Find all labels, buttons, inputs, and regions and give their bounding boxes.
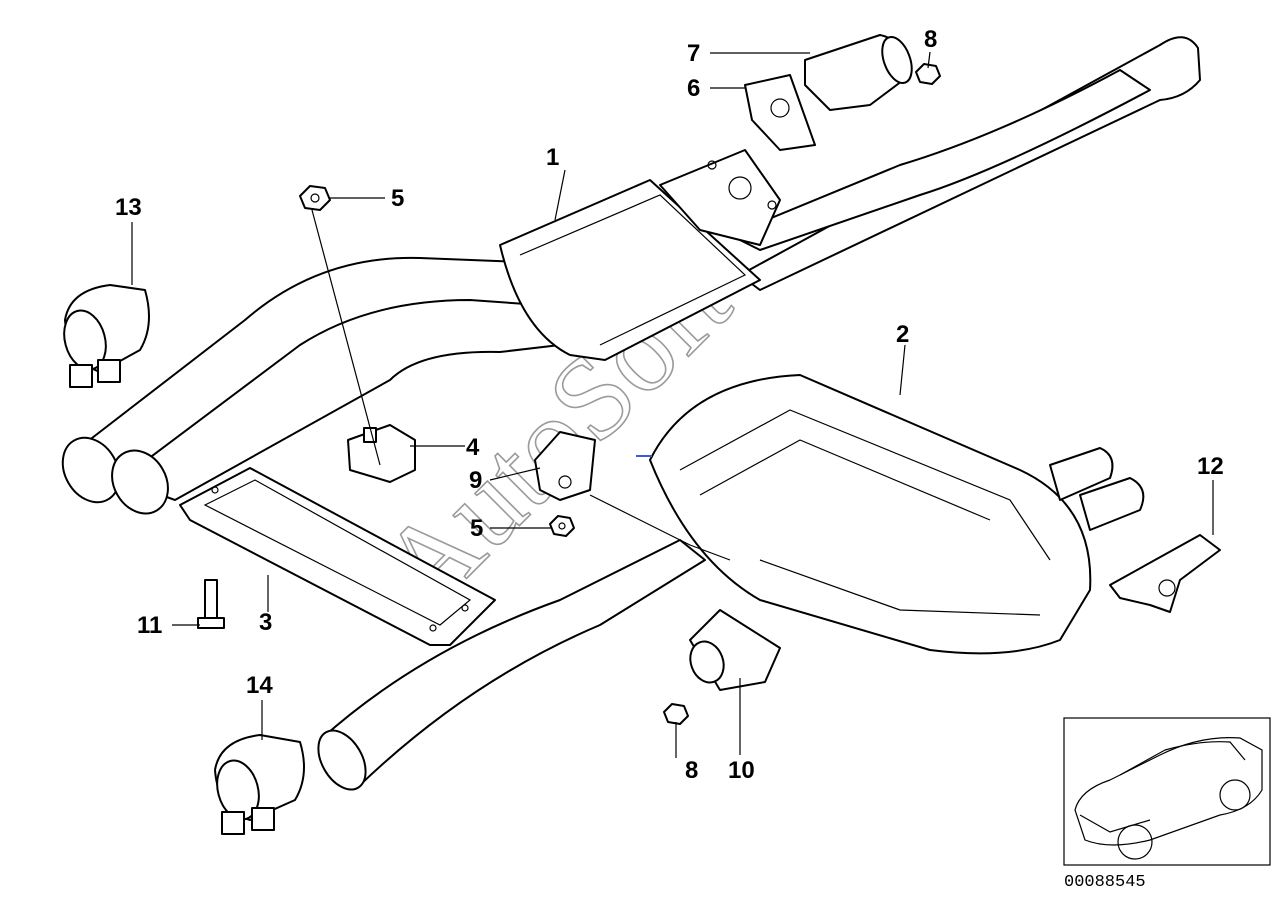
callout-13: 13 xyxy=(115,194,142,221)
callout-7: 7 xyxy=(687,40,700,67)
rear-bracket xyxy=(1109,534,1221,613)
callout-5-lower: 5 xyxy=(470,515,483,542)
heat-shield xyxy=(179,467,496,646)
callout-8-bottom: 8 xyxy=(685,757,698,784)
clamp-upper xyxy=(63,284,150,388)
nut-bottom xyxy=(663,703,689,725)
leader-lines xyxy=(131,51,1214,758)
callout-6: 6 xyxy=(687,75,700,102)
rubber-mount xyxy=(347,424,416,483)
nut-top-right xyxy=(915,63,941,85)
mounting-bracket xyxy=(534,431,596,501)
callout-12: 12 xyxy=(1197,453,1224,480)
callout-2: 2 xyxy=(896,321,909,348)
front-pipe-assembly xyxy=(61,36,1201,515)
flange-piece xyxy=(744,74,816,151)
callout-9: 9 xyxy=(469,467,482,494)
drawing-number: 00088545 xyxy=(1064,873,1146,892)
exhaust-sleeve xyxy=(689,609,781,691)
nut-upper xyxy=(299,185,331,211)
bolt xyxy=(197,579,225,629)
connecting-pipe xyxy=(804,34,913,111)
callout-5-upper: 5 xyxy=(391,185,404,212)
callout-3: 3 xyxy=(259,609,272,636)
callout-10: 10 xyxy=(728,757,755,784)
nut-lower xyxy=(549,515,575,537)
callout-11: 11 xyxy=(137,612,162,639)
callout-1: 1 xyxy=(546,144,559,171)
callout-4: 4 xyxy=(466,434,480,461)
rear-silencer xyxy=(317,374,1145,791)
clamp-lower xyxy=(214,734,305,835)
vehicle-inset xyxy=(1063,717,1271,866)
callout-14: 14 xyxy=(246,672,273,699)
callout-8-top: 8 xyxy=(924,26,937,53)
